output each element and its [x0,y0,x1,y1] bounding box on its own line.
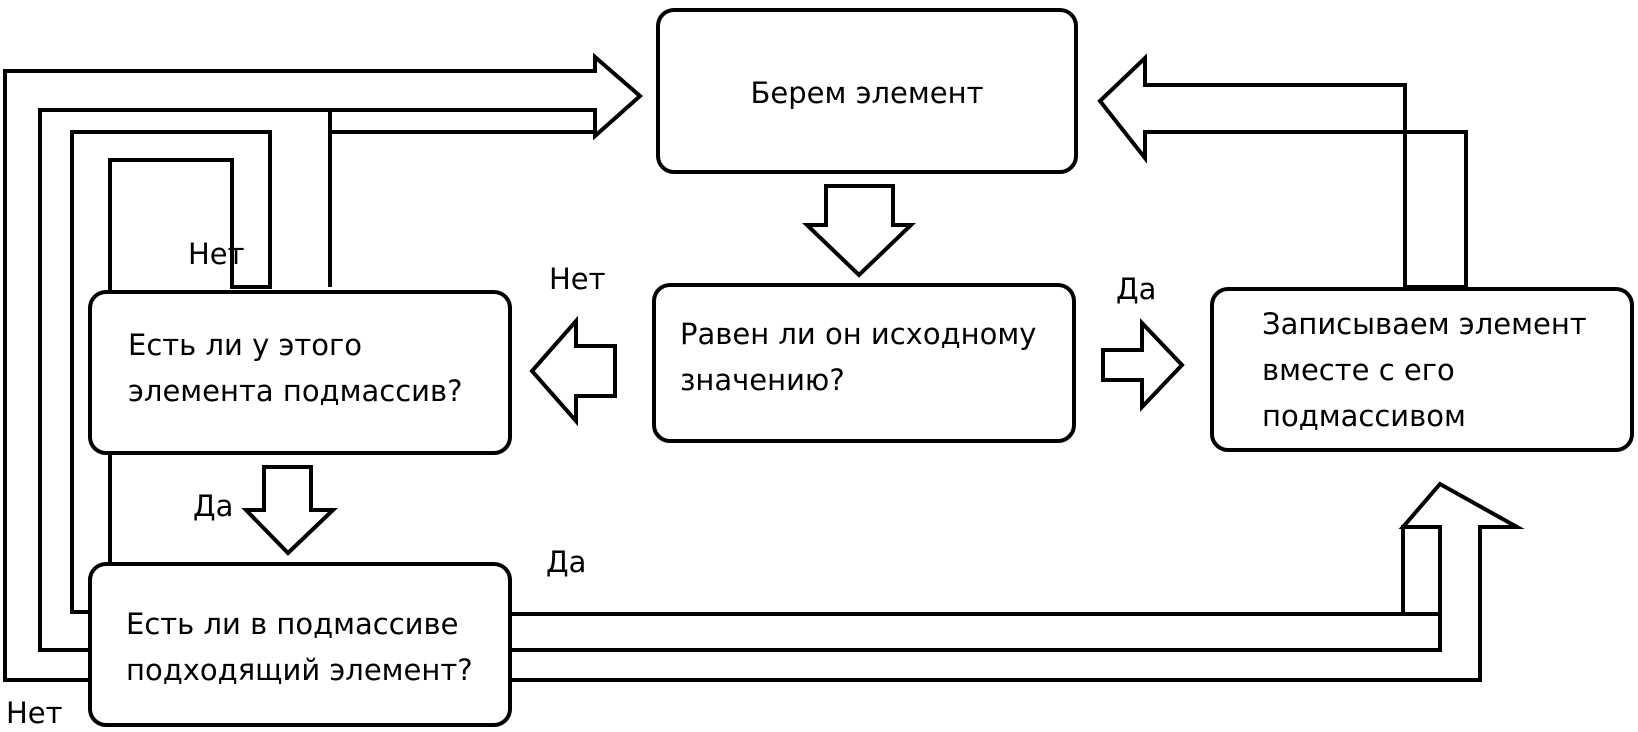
label-no-top-left: Нет [188,237,245,271]
box-subarray-check-line2: элемента подмассив? [128,374,463,408]
box-suitable-check-line2: подходящий элемент? [126,653,473,687]
arrow-outer-loop [3,52,1525,682]
label-no-bottom-left: Нет [6,696,63,730]
box-subarray-check-line1: Есть ли у этого [128,328,362,362]
label-yes-down: Да [193,489,234,523]
label-yes-bottom: Да [546,545,587,579]
box-equal-check-line2: значению? [680,363,845,397]
box-record-element-line2: вместе с его [1262,353,1455,387]
box-take-element: Берем элемент [656,8,1078,174]
box-suitable-check-line1: Есть ли в подмассиве [126,607,459,641]
arrow-subarray-loop [328,108,597,287]
box-subarray-check: Есть ли у этого элемента подмассив? [88,290,512,455]
box-equal-check: Равен ли он исходному значению? [652,283,1076,443]
label-yes-right: Да [1116,272,1157,306]
arrow-yes-right [1101,318,1185,412]
arrow-suitable-yes [500,525,1442,616]
box-record-element: Записываем элемент вместе с его подмасси… [1210,287,1634,452]
arrow-record-to-take [1097,53,1468,289]
arrow-no-left [529,315,617,427]
label-no-left: Нет [549,262,606,296]
box-suitable-check: Есть ли в подмассиве подходящий элемент? [88,562,512,727]
box-record-element-line3: подмассивом [1262,399,1466,433]
arrow-yes-down [241,465,338,556]
box-equal-check-line1: Равен ли он исходному [680,317,1037,351]
arrow-take-down [802,184,916,278]
box-take-element-text: Берем элемент [750,76,984,110]
box-record-element-line1: Записываем элемент [1262,307,1587,341]
